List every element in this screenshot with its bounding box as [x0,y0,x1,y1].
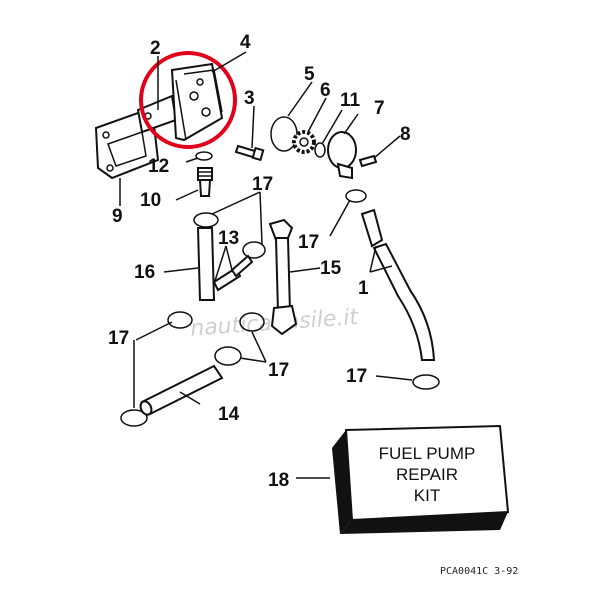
part-14-hose [139,364,224,416]
highlight-circle [139,51,237,149]
callout-8: 8 [400,124,411,145]
part-6-gear-washer [292,130,316,154]
callout-7: 7 [374,98,385,119]
callout-17e: 17 [346,366,367,387]
callout-5: 5 [304,64,315,85]
part-3-screw [234,144,265,162]
callout-1: 1 [358,278,369,299]
leader-lines [119,51,413,479]
callout-13: 13 [218,228,239,249]
part-7-cover [327,131,357,180]
part-1-fuel-hose [360,208,436,361]
kit-label-line2: REPAIR [396,465,458,484]
part-12-o-ring [195,151,213,161]
part-18-repair-kit-box: FUEL PUMP REPAIR KIT [332,424,510,534]
callout-11: 11 [340,90,361,111]
kit-label-line3: KIT [414,486,440,505]
callout-18: 18 [268,470,289,491]
callout-16: 16 [134,262,155,283]
part-11-small-ring [314,142,326,158]
callout-3: 3 [244,88,255,109]
callout-2: 2 [150,38,161,59]
part-16-tube [196,227,216,301]
callout-17d: 17 [268,360,289,381]
figure-code: PCA0041C 3-92 [440,566,518,577]
kit-label-line1: FUEL PUMP [379,444,476,463]
callout-17c: 17 [108,328,129,349]
part-8-screw [358,154,378,168]
callout-numbers: 2 4 3 5 6 11 7 8 9 12 10 17 13 16 15 17 … [108,32,411,491]
middle-clamps [120,311,265,427]
callout-9: 9 [112,206,123,227]
callout-17a: 17 [252,174,273,195]
callout-6: 6 [320,80,331,101]
callout-4: 4 [240,32,251,53]
part-5-o-ring [270,116,298,152]
part-4-pump-body [170,62,224,142]
part-10-fitting [197,167,213,197]
part-15-tube [268,218,298,336]
callout-14: 14 [218,404,240,425]
part-13-fittings [212,254,254,292]
callout-17b: 17 [298,232,319,253]
callout-15: 15 [320,258,342,279]
callout-10: 10 [140,190,161,211]
callout-12: 12 [148,156,169,177]
